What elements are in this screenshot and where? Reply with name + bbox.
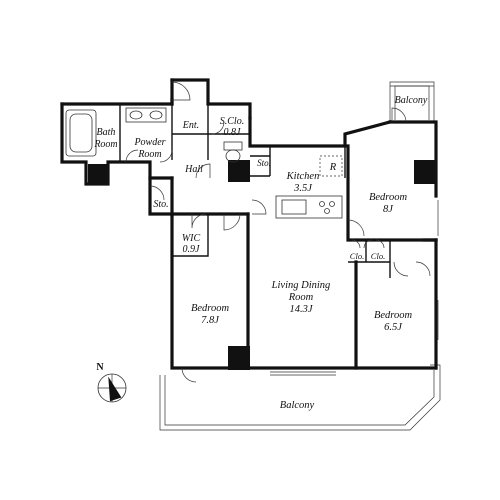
column (88, 164, 108, 184)
closet-2-label: Clo. (371, 251, 385, 261)
bathtub (65, 109, 97, 157)
bedroom-lower-right-label-2: 6.5J (384, 322, 403, 333)
storage-hall-label: Sto. (257, 158, 271, 168)
north-compass: N (96, 362, 127, 403)
bedroom-upper-right-label-2: 8J (383, 204, 394, 215)
room-labels: Bath Room Powder Room Ent. S.Clo. 0.8J H… (93, 95, 428, 411)
column (414, 160, 436, 184)
bedroom-left-label-2: 7.8J (201, 315, 220, 326)
powder-label-1: Powder (133, 137, 165, 148)
compass-north-label: N (96, 362, 104, 373)
balcony-main-label: Balcony (280, 400, 315, 411)
living-dining-label-2: Room (288, 292, 314, 303)
bath-label-2: Room (93, 139, 117, 150)
wic-label-2: 0.9J (183, 244, 201, 255)
column (228, 346, 250, 370)
powder-label-2: Room (137, 149, 161, 160)
living-dining-label-1: Living Dining (271, 280, 331, 291)
kitchen-counter (275, 195, 343, 219)
hall-label: Hall (184, 164, 203, 175)
refrigerator-label: R (329, 162, 337, 173)
balcony-small-label: Balcony (395, 95, 428, 106)
living-dining-label-3: 14.3J (289, 304, 313, 315)
kitchen-label-1: Kitchen (286, 171, 320, 182)
kitchen-label-2: 3.5J (293, 183, 313, 194)
refrigerator-space (319, 155, 343, 177)
closet-1-label: Clo. (350, 251, 364, 261)
column (228, 160, 250, 182)
entrance-label: Ent. (182, 120, 199, 131)
bedroom-lower-right-label-1: Bedroom (374, 310, 413, 321)
balcony-small-outline (389, 81, 435, 122)
balcony-main-outline (159, 364, 441, 431)
shoe-closet-label-2: 0.8J (224, 127, 242, 138)
bedroom-upper-right-label-1: Bedroom (369, 192, 408, 203)
structural-columns (88, 160, 436, 370)
shoe-closet-label-1: S.Clo. (220, 116, 244, 127)
north-arrow-icon (108, 376, 122, 402)
doors (125, 81, 439, 383)
wic-label-1: WIC (182, 233, 201, 244)
bedroom-left-label-1: Bedroom (191, 303, 230, 314)
fixtures (65, 107, 343, 219)
storage-left-label: Sto. (153, 199, 168, 210)
bath-label-1: Bath (97, 127, 116, 138)
interior-walls (119, 104, 438, 370)
